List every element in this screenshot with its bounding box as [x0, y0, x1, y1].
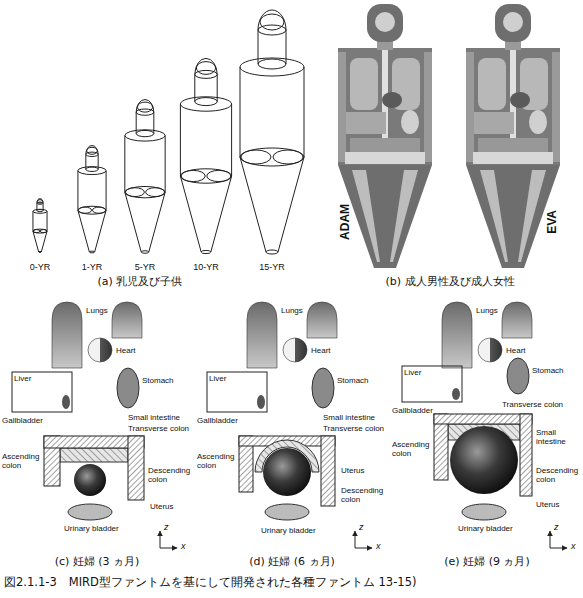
organ-label: Descending colon [536, 466, 578, 484]
organ-label: Small intestine [536, 428, 578, 446]
organ-label: Ascending colon [2, 452, 44, 470]
adult-phantoms [466, 4, 560, 268]
axis-label: x [376, 541, 381, 551]
sub-caption: (b) 成人男性及び成人女性 [385, 276, 514, 289]
organ-label: Descending colon [148, 466, 192, 484]
pregnant-6-month [312, 368, 334, 408]
organ-label: Gallbladder [392, 406, 433, 415]
adult-phantoms [338, 4, 560, 268]
organ-label: Urinary bladder [261, 526, 316, 535]
child-phantoms [125, 100, 165, 254]
pregnant-6-month [321, 436, 335, 506]
organ-label: Descending colon [341, 486, 385, 504]
pregnant-6-month [355, 531, 372, 548]
sub-caption: (d) 妊婦 (6 ヵ月) [249, 556, 335, 569]
pregnant-9-month [452, 388, 460, 400]
child-phantoms [78, 146, 106, 253]
organ-label: Small intestine [323, 413, 375, 422]
phantom-name: EVA [546, 210, 560, 234]
pregnant-9-month [520, 414, 532, 496]
pregnant-3-month [62, 395, 70, 409]
organ-label: Heart [506, 346, 526, 355]
age-label: 10-YR [193, 262, 219, 272]
organ-label: Urinary bladder [458, 524, 513, 533]
pregnant-6-month [247, 302, 337, 368]
pregnant-3-month [160, 531, 177, 548]
age-label: 15-YR [259, 262, 285, 272]
sub-caption: (a) 乳児及び子供 [98, 276, 183, 289]
organ-label: Transverse colon [502, 400, 563, 409]
axis-label: z [554, 522, 559, 532]
pregnant-9-month [402, 302, 567, 548]
organ-label: Small intestine [128, 413, 180, 422]
sub-caption: (e) 妊婦 (9 ヵ月) [444, 556, 529, 569]
pregnant-6-month [263, 448, 311, 496]
adult-phantoms [338, 4, 432, 268]
organ-label: Uterus [150, 502, 174, 511]
axis-label: z [164, 522, 169, 532]
pregnant-9-month [434, 414, 532, 424]
age-label: 0-YR [30, 262, 51, 272]
organ-label: Gallbladder [197, 416, 238, 425]
axis-label: x [571, 541, 576, 551]
pregnant-9-month [450, 426, 518, 494]
axis-label: z [359, 522, 364, 532]
organ-label: Heart [311, 346, 331, 355]
pregnant-6-month [207, 372, 267, 412]
pregnant-9-month [402, 366, 462, 402]
organ-label: Heart [116, 346, 136, 355]
organ-label: Liver [209, 374, 226, 383]
pregnant-6-month [265, 504, 309, 520]
organ-label: Lungs [86, 306, 108, 315]
pregnant-3-month [52, 302, 142, 368]
child-phantoms [33, 10, 304, 254]
organ-label: Liver [14, 374, 31, 383]
organ-label: Uterus [341, 466, 365, 475]
organ-label: Stomach [142, 376, 174, 385]
pregnant-9-month [462, 504, 506, 520]
child-phantoms [240, 10, 304, 254]
pregnant-3-month [128, 436, 144, 500]
organ-label: Gallbladder [2, 416, 43, 425]
pregnant-6-month [257, 395, 265, 409]
sub-caption: (c) 妊婦 (3 ヵ月) [55, 556, 140, 569]
pregnant-3-month [60, 448, 128, 462]
organ-label: Stomach [532, 366, 564, 375]
pregnant-3-month [12, 372, 72, 412]
pregnant-3-month [117, 368, 139, 408]
organ-label: Stomach [337, 376, 369, 385]
child-phantoms [180, 58, 231, 253]
organ-label: Transverse colon [323, 424, 384, 433]
organ-label: Ascending colon [197, 452, 239, 470]
pregnant-3-month [68, 504, 112, 520]
organ-label: Lungs [476, 306, 498, 315]
age-label: 1-YR [82, 262, 103, 272]
figure-caption: 図2.1.1-3 MIRD型ファントムを基にして開発された各種ファントム 13-… [4, 576, 416, 589]
child-phantoms [33, 199, 47, 253]
organ-label: Ascending colon [392, 440, 434, 458]
pregnant-3-month [74, 464, 106, 496]
axis-label: x [181, 541, 186, 551]
organ-label: Uterus [536, 500, 560, 509]
age-label: 5-YR [135, 262, 156, 272]
pregnant-9-month [550, 531, 567, 548]
phantom-name: ADAM [339, 204, 353, 240]
organ-label: Lungs [281, 306, 303, 315]
pregnant-9-month [507, 358, 529, 394]
organ-label: Urinary bladder [64, 524, 119, 533]
organ-label: Transverse colon [128, 424, 189, 433]
organ-label: Liver [404, 368, 421, 377]
